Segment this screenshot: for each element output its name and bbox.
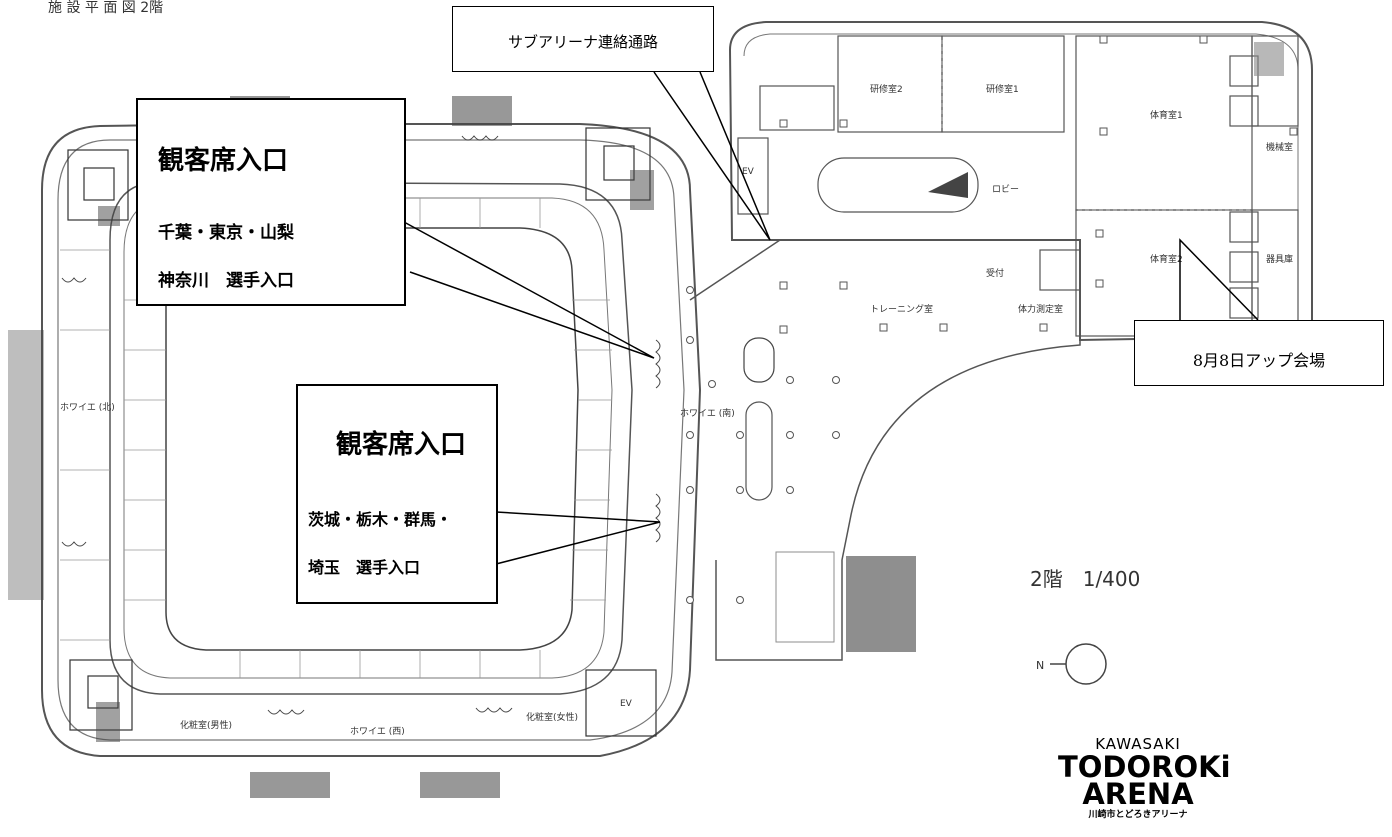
ev-label: EV	[742, 167, 755, 177]
ev-label-2: EV	[620, 699, 633, 709]
training-room-1-label: 研修室1	[986, 83, 1019, 95]
sub-arena-outer	[728, 21, 1313, 342]
sub-arena-inner	[743, 33, 1299, 322]
gym-2-label: 体育室2	[1150, 253, 1183, 265]
logo-japanese: 川崎市とどろきアリーナ	[1088, 810, 1188, 820]
logo-city: KAWASAKI	[1095, 735, 1181, 753]
arena-logo: KAWASAKI TODOROKi ARENA 川崎市とどろきアリーナ	[1058, 735, 1231, 820]
callout-sub-arena-text: サブアリーナ連絡通路	[507, 33, 658, 51]
training-label: トレーニング室	[870, 303, 933, 315]
callout-warmup-text: 8月8日アップ会場	[1192, 351, 1326, 370]
fitness-test-label: 体力測定室	[1018, 303, 1063, 315]
womens-restroom-label: 化粧室(女性)	[526, 711, 578, 723]
callout-north-line2: 神奈川 選手入口	[158, 271, 294, 291]
reception-label: 受付	[986, 267, 1004, 279]
mens-restroom-label: 化粧室(男性)	[180, 719, 232, 731]
callout-north-line1: 千葉・東京・山梨	[158, 223, 294, 243]
callout-south-entrance: 観客席入口 茨城・栃木・群馬・ 埼玉 選手入口	[296, 384, 498, 604]
foyer-west-label: ホワイエ (西)	[350, 726, 405, 737]
logo-todoroki: TODOROKi	[1058, 750, 1231, 784]
lobby-label: ロビー	[992, 184, 1019, 195]
arena-inner-wall	[57, 139, 685, 741]
gym-1-label: 体育室1	[1150, 109, 1183, 121]
corner-stair	[1254, 42, 1284, 76]
logo-arena: ARENA	[1082, 777, 1194, 811]
callout-sub-arena: サブアリーナ連絡通路	[452, 6, 714, 72]
spiral-stair	[743, 337, 775, 383]
foyer-stairs	[775, 551, 916, 652]
callout-south-title: 観客席入口	[336, 430, 467, 460]
header-text: 施 設 平 面 図 2階	[48, 0, 163, 16]
callout-south-line2: 埼玉 選手入口	[308, 558, 421, 577]
north-symbol: N	[1036, 659, 1044, 672]
plan-labels: ロビー トレーニング室 研修室2 研修室1 体育室1 体育室2 機械室 器具庫 …	[60, 83, 1293, 737]
foyer-columns	[686, 286, 840, 604]
lobby-stair	[928, 172, 968, 198]
equipment-room-label: 器具庫	[1266, 253, 1293, 265]
toilet-fixtures	[61, 135, 661, 715]
foyer-south-label: ホワイエ (南)	[680, 407, 735, 419]
callout-warmup-venue: 8月8日アップ会場	[1134, 320, 1384, 386]
machine-room-label: 機械室	[1266, 141, 1293, 153]
callout-north-entrance: 観客席入口 千葉・東京・山梨 神奈川 選手入口	[136, 98, 406, 306]
leader-lines	[403, 71, 1259, 565]
columns	[779, 35, 1298, 338]
callout-north-title: 観客席入口	[158, 146, 289, 176]
foyer-south-walls	[689, 239, 1081, 661]
training-room-2-label: 研修室2	[870, 83, 903, 95]
north-symbol-circle	[1065, 643, 1107, 685]
scale-text: 2階 1/400	[1030, 567, 1140, 591]
callout-south-line1: 茨城・栃木・群馬・	[308, 510, 453, 529]
foyer-north-label: ホワイエ (北)	[60, 402, 115, 413]
foyer-column-oval	[745, 401, 773, 501]
arena-outer-wall	[41, 123, 702, 757]
